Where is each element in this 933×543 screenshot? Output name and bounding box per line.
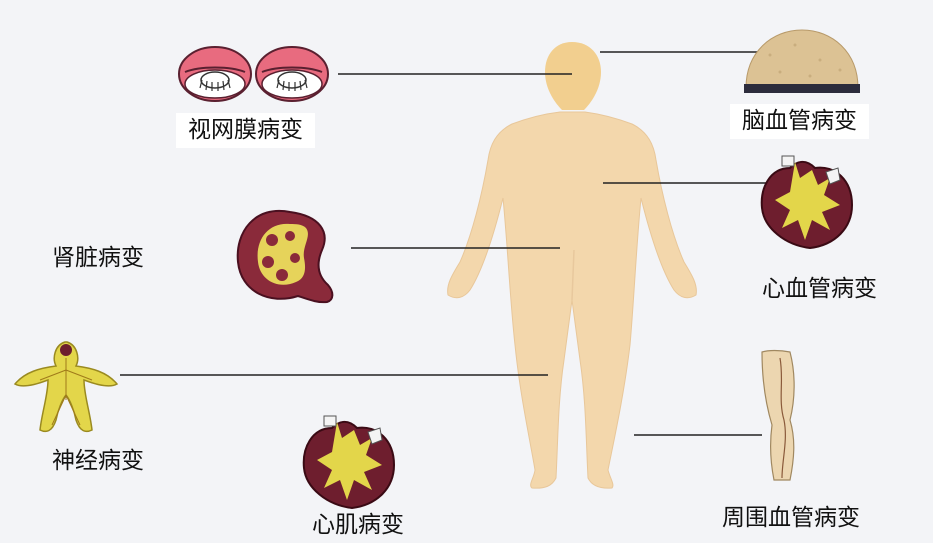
peripheral-vascular-label: 周围血管病变: [722, 507, 860, 530]
right-eye-icon: [256, 47, 328, 101]
brain-icon: [744, 30, 860, 93]
head-shape: [545, 42, 601, 110]
eyes-icon: [179, 47, 328, 101]
heart-cardiovascular-icon: [762, 156, 852, 248]
cardiovascular-label: 心血管病变: [762, 278, 877, 301]
kidney-icon: [238, 211, 333, 302]
body-silhouette: [448, 112, 697, 488]
neuropathy-label: 神经病变: [52, 450, 144, 473]
cardiomyopathy-label: 心肌病变: [312, 514, 404, 537]
human-body-figure: [448, 112, 697, 488]
leg-icon: [762, 351, 794, 481]
left-eye-icon: [179, 47, 251, 101]
cerebrovascular-label: 脑血管病变: [730, 104, 869, 139]
heart-cardiomyopathy-icon: [304, 416, 394, 508]
nerve-figure-icon: [15, 342, 117, 431]
connector-lines: [120, 52, 782, 435]
nephropathy-label: 肾脏病变: [52, 247, 144, 270]
retinopathy-label: 视网膜病变: [176, 113, 315, 148]
